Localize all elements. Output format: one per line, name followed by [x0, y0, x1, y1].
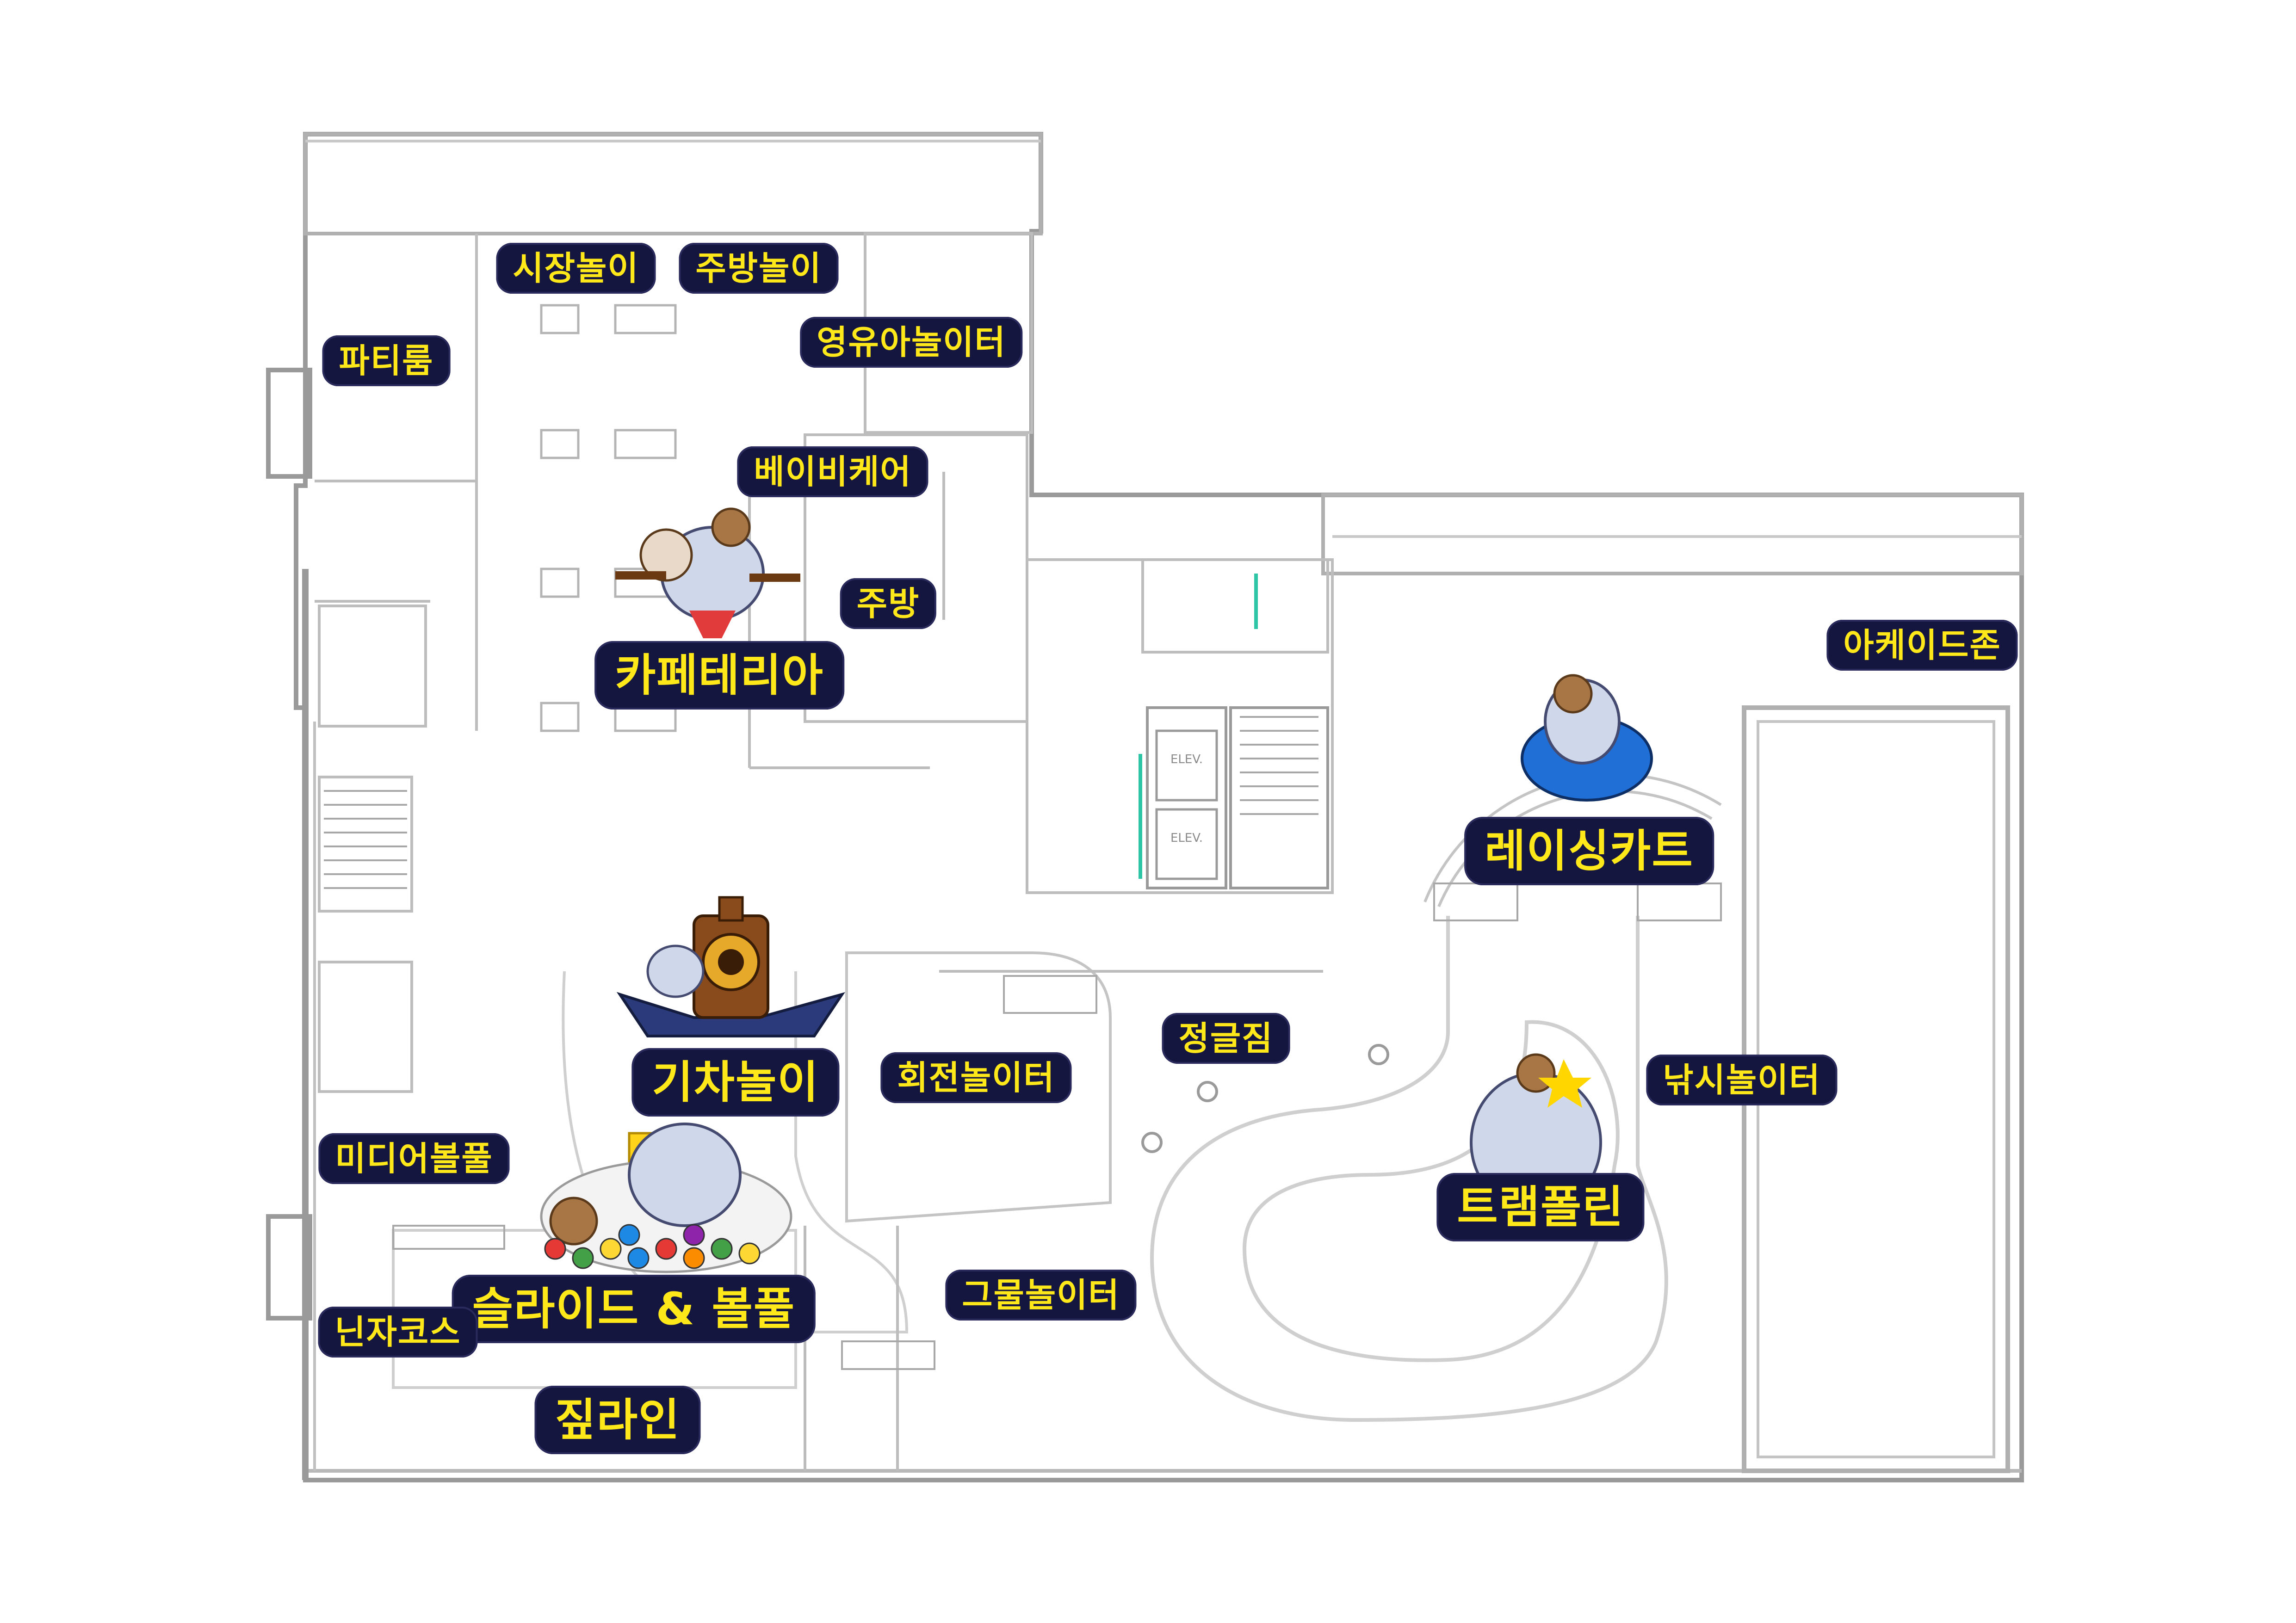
zone-label-party-room: 파티룸: [322, 335, 451, 386]
right-terrace: [1321, 493, 2024, 575]
elevator-1-label: ELEV.: [1170, 753, 1203, 766]
arcade-wall: [1742, 705, 2010, 1473]
zone-label-kitchen: 주방: [840, 578, 937, 629]
racing-mascot: [1521, 674, 1653, 802]
zone-label-cafeteria: 카페테리아: [594, 641, 844, 710]
top-terrace: [303, 132, 1043, 235]
zone-label-arcade-zone: 아케이드존: [1826, 620, 2018, 671]
zone-label-zip-line: 짚라인: [534, 1386, 701, 1454]
zone-label-spinning-play: 회전놀이터: [880, 1052, 1072, 1103]
zone-label-ninja-course: 닌자코스: [318, 1307, 478, 1358]
trampoline-track: [1150, 916, 1668, 1422]
zone-label-media-ballpool: 미디어볼풀: [318, 1133, 510, 1184]
zone-label-slide-ballpool: 슬라이드 & 볼풀: [452, 1275, 816, 1343]
zone-label-market-play: 시장놀이: [496, 243, 656, 294]
train-mascot: [616, 896, 845, 1037]
zone-label-train-ride: 기차놀이: [631, 1048, 840, 1117]
cafeteria-mascot: [615, 507, 800, 638]
ballpool-mascot: [540, 1123, 792, 1273]
zone-label-net-play: 그물놀이터: [945, 1270, 1137, 1321]
zone-label-fishing-play: 낚시놀이터: [1646, 1055, 1838, 1105]
zone-label-baby-care: 베이비케어: [737, 446, 928, 497]
zone-label-trampoline: 트램폴린: [1436, 1173, 1645, 1241]
zone-label-infant-play: 영유아놀이터: [800, 317, 1023, 368]
zone-label-kitchen-play: 주방놀이: [679, 243, 839, 294]
zone-label-racing-kart: 레이싱카트: [1464, 817, 1714, 885]
zone-label-jungle-gym: 정글짐: [1162, 1013, 1290, 1064]
elevator-2-label: ELEV.: [1170, 831, 1203, 845]
